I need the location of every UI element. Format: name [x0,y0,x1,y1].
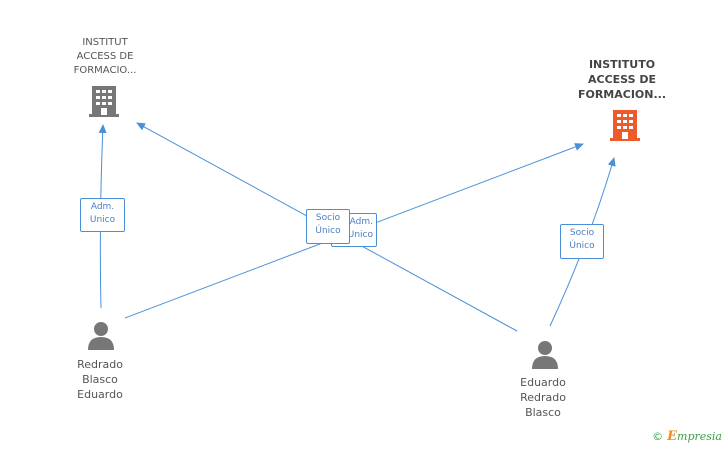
company-left-name[interactable]: INSTITUT ACCESS DE FORMACIO... [73,37,137,76]
edge-label-socio-unico-center: Socio Único [306,209,350,244]
edge-label-adm-unico-left: Adm. Unico [80,198,125,232]
person-left-name[interactable]: Redrado Blasco Eduardo [77,358,123,401]
brand-e: E [667,429,678,444]
empresia-logo[interactable]: ©Empresia [652,429,722,444]
brand-text: mpresia [677,430,722,443]
company-right-name[interactable]: INSTITUTO ACCESS DE FORMACION... [577,58,667,101]
copyright-symbol: © [652,430,664,443]
person-right-name[interactable]: Eduardo Redrado Blasco [520,376,566,419]
building-icon [610,110,640,141]
person-icon [532,341,558,369]
building-icon [89,86,119,117]
edge-label-socio-unico-right: Socio Único [560,224,604,259]
person-icon [88,322,114,350]
